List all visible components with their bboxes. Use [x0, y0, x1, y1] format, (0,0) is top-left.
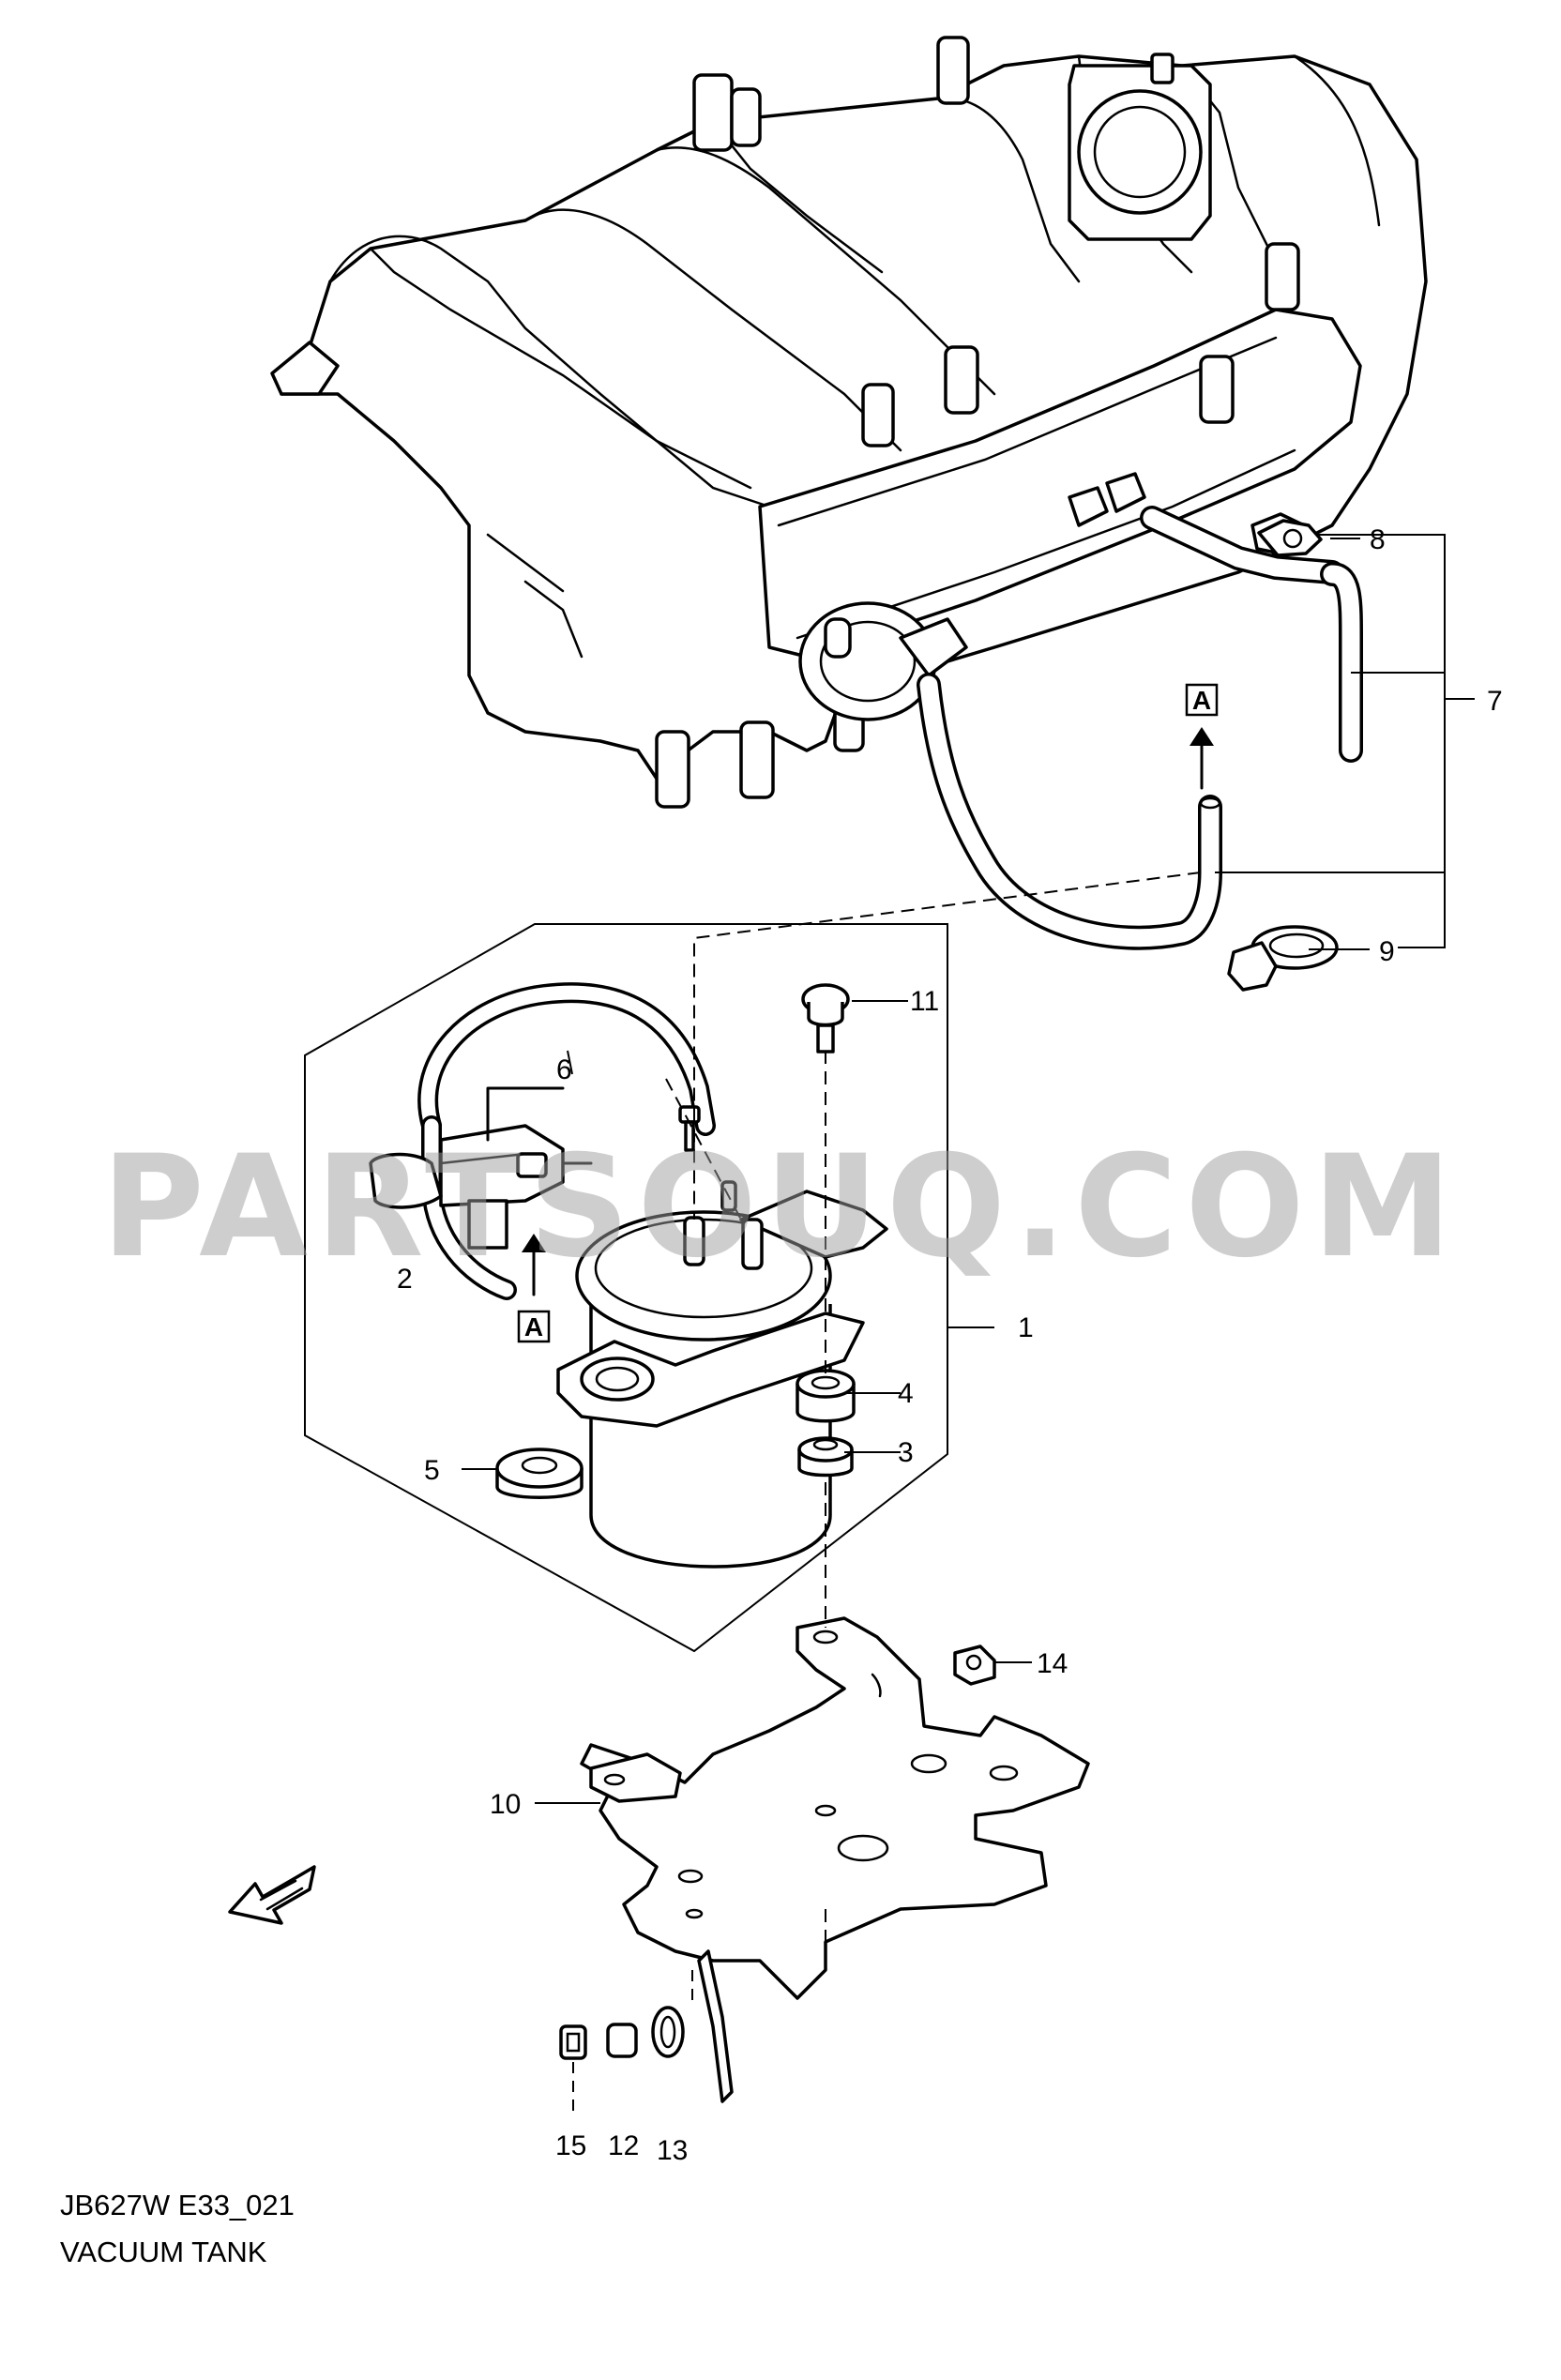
nut-14-icon — [953, 1645, 996, 1686]
vacuum-hose-lower — [917, 673, 1222, 950]
callout-14: 14 — [1037, 1648, 1068, 1679]
callout-10: 10 — [490, 1789, 521, 1820]
ref-mark-a-upper-label: A — [1192, 686, 1211, 715]
callout-7: 7 — [1487, 686, 1503, 717]
hose-clamp-9-icon — [1227, 925, 1339, 992]
ref-mark-a-upper: A — [1185, 683, 1219, 790]
callout-15: 15 — [555, 2130, 586, 2161]
callout-6: 6 — [556, 1054, 572, 1085]
ref-mark-a-lower: A — [517, 1234, 551, 1343]
cushion-5-icon — [495, 1448, 583, 1499]
assembly-boundary — [304, 923, 948, 1653]
callout-9: 9 — [1379, 936, 1395, 967]
watermark: PARTSOUQ.COM — [101, 1126, 1460, 1289]
clip-15-icon — [559, 2024, 587, 2060]
grommet-13-icon — [651, 2006, 685, 2058]
hose-clamp-8-icon — [1257, 519, 1323, 557]
tank-bracket-10 — [580, 1616, 1090, 2103]
vacuum-tank-1 — [556, 1180, 888, 1569]
leader-lines — [462, 534, 1475, 2111]
front-direction-arrow-icon — [228, 1865, 316, 1925]
vacuum-hose-7 — [1140, 506, 1363, 763]
callout-8: 8 — [1370, 524, 1386, 555]
bolt-11-icon — [801, 983, 850, 1054]
callout-3: 3 — [898, 1437, 914, 1468]
diagram-code: JB627W E33_021 — [60, 2189, 295, 2221]
collar-3-icon — [797, 1436, 854, 1478]
callout-12: 12 — [608, 2130, 639, 2161]
callout-labels: 1 2 3 4 5 6 7 8 9 10 11 12 13 14 15 — [397, 524, 1503, 2166]
cap-12-icon — [606, 2023, 638, 2058]
intake-manifold — [270, 36, 1428, 809]
callout-13: 13 — [657, 2135, 688, 2166]
callout-11: 11 — [910, 986, 939, 1017]
callout-2: 2 — [397, 1264, 413, 1295]
diagram-title: VACUUM TANK — [60, 2236, 267, 2268]
callout-4: 4 — [898, 1378, 914, 1409]
grommet-4-icon — [796, 1369, 856, 1423]
callout-1: 1 — [1018, 1312, 1034, 1343]
vsv-solenoid-2-icon — [369, 1086, 593, 1250]
callout-5: 5 — [424, 1455, 440, 1486]
ref-mark-a-lower-label: A — [524, 1312, 543, 1342]
